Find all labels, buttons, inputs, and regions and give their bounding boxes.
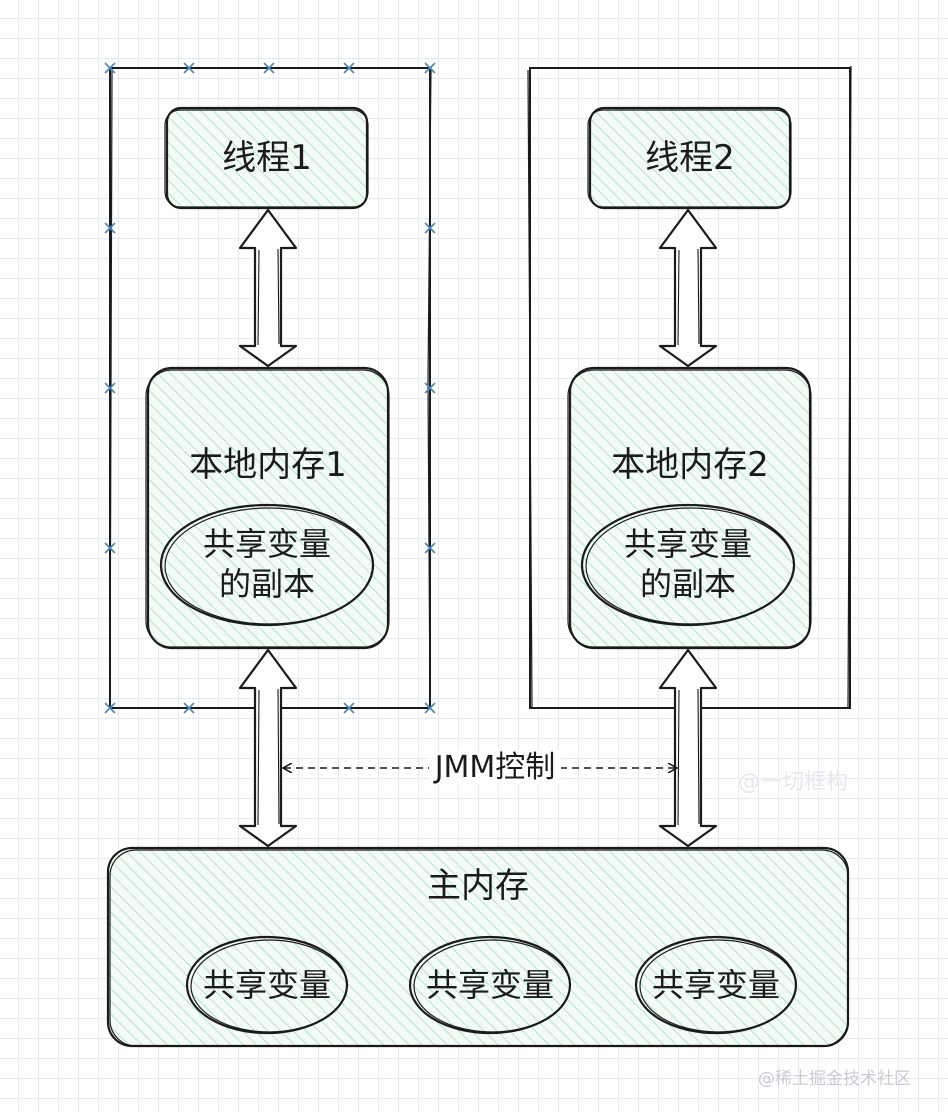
arrow-local2-main — [658, 648, 718, 848]
thread-2-label: 线程2 — [645, 138, 735, 178]
main-var-2-label: 共享变量 — [425, 966, 554, 1004]
arrow-thread2-local2 — [658, 208, 718, 368]
local-copy-oval-2[interactable] — [580, 503, 796, 627]
selection-handles — [104, 62, 436, 714]
main-var-oval-3[interactable] — [634, 935, 798, 1035]
watermark-top: @一切框构 — [738, 770, 849, 795]
local-copy-1-line-1: 共享变量 — [202, 525, 331, 563]
local-copy-2-line-2: 的副本 — [639, 565, 736, 603]
local-copy-oval-1[interactable] — [159, 503, 375, 627]
main-var-1-label: 共享变量 — [202, 966, 331, 1004]
thread-1-node[interactable] — [164, 106, 369, 210]
main-memory-label: 主内存 — [427, 866, 529, 906]
local-copy-2-line-1: 共享变量 — [623, 525, 752, 563]
main-var-oval-2[interactable] — [408, 935, 572, 1035]
thread-1-label: 线程1 — [222, 138, 312, 178]
watermark-bottom: @稀土掘金技术社区 — [758, 1069, 911, 1089]
jmm-control-label: JMM控制 — [428, 750, 562, 785]
arrow-local1-main — [238, 648, 298, 848]
main-var-oval-1[interactable] — [185, 935, 349, 1035]
local-memory-2-label: 本地内存2 — [611, 445, 769, 485]
arrow-thread1-local1 — [238, 208, 298, 368]
jmm-control-label-wrap: JMM控制 — [410, 750, 580, 786]
local-copy-1-line-2: 的副本 — [218, 565, 315, 603]
main-var-3-label: 共享变量 — [651, 966, 780, 1004]
thread-2-node[interactable] — [587, 106, 792, 210]
local-memory-1-label: 本地内存1 — [189, 445, 347, 485]
